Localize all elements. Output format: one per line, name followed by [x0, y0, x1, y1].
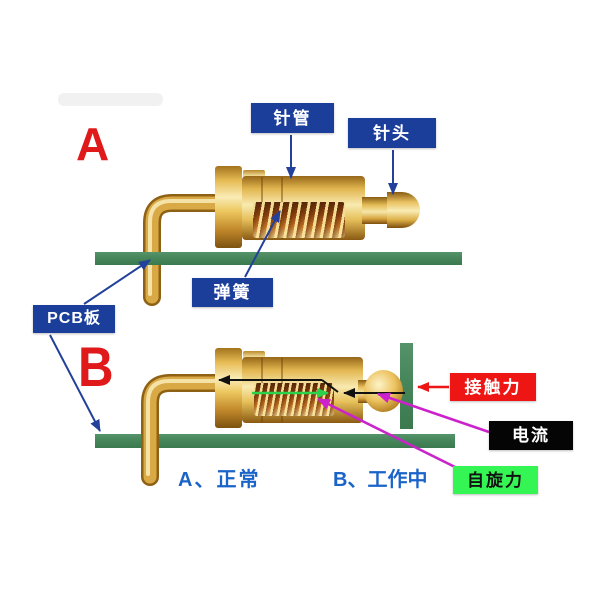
- pin-a-collar: [243, 170, 265, 180]
- pcb-board-bottom-bar: [95, 434, 455, 448]
- pin-b-flange: [215, 348, 242, 428]
- label-spring: 弹簧: [192, 278, 273, 307]
- pin-a-plunger-shaft: [362, 197, 390, 224]
- section-a-caption: A、正常: [178, 469, 261, 491]
- label-needle-head: 针头: [348, 118, 436, 148]
- pin-a-plunger-head: [387, 192, 420, 228]
- pin-b-spring-window: [254, 383, 334, 416]
- section-a-letter: A: [76, 118, 110, 170]
- pin-b-collar: [243, 351, 265, 361]
- pin-a-flange: [215, 166, 242, 248]
- label-current: 电流: [489, 421, 573, 450]
- label-pcb-board: PCB板: [33, 305, 115, 333]
- pin-a-spring-window: [253, 202, 345, 238]
- label-contact-force: 接触力: [450, 373, 536, 401]
- pin-b-plunger-head: [364, 370, 403, 412]
- pin-b-tail-body: [143, 376, 225, 484]
- section-b-letter: B: [78, 335, 114, 398]
- pcb-leader-line-top: [83, 259, 151, 305]
- pin-b-tail-highlight: [146, 379, 219, 476]
- section-b-caption: B、工作中: [333, 469, 428, 491]
- background-smudge: [58, 93, 163, 106]
- label-spin-force: 自旋力: [453, 466, 538, 494]
- pin-b-tail-outline: [141, 374, 227, 486]
- label-needle-tube: 针管: [251, 103, 334, 133]
- pcb-board-top-bar: [95, 252, 462, 265]
